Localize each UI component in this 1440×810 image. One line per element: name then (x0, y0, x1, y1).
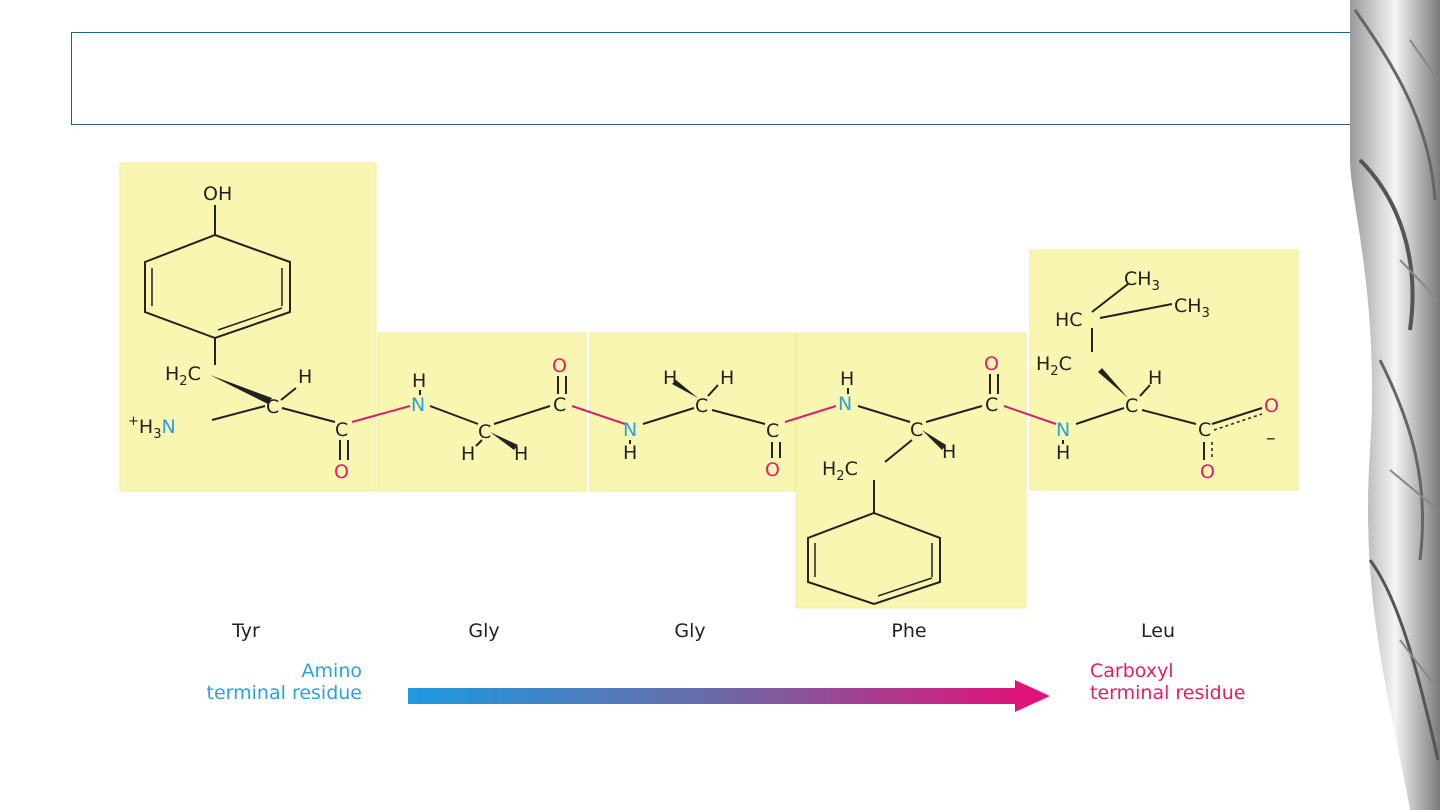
tyr-structure: OH H2C C H +H3N C O (128, 183, 349, 483)
atom-n: N (623, 419, 637, 441)
amino-terminus-label: Amino terminal residue (90, 660, 362, 704)
atom-n: N (838, 393, 852, 415)
carboxyl-terminus-label: Carboxyl terminal residue (1090, 660, 1360, 704)
atom-h2c: H2C (165, 363, 201, 389)
atom-c-carbonyl: C (553, 394, 566, 416)
residue-label-tyr: Tyr (232, 620, 260, 642)
atom-c-carbonyl: C (335, 419, 348, 441)
peptide-bond-1 (351, 405, 411, 423)
atom-c-alpha: C (910, 419, 923, 441)
gly2-structure: N H C H H C O (623, 367, 781, 481)
direction-arrow-head (1015, 680, 1050, 712)
atom-ch3: CH3 (1124, 268, 1160, 294)
carboxyl-terminus-line2: terminal residue (1090, 682, 1246, 704)
atom-o: O (334, 461, 349, 483)
atom-h3n: +H3N (128, 414, 176, 442)
phe-structure: H N C H H2C C O (807, 353, 999, 606)
atom-h: H (298, 366, 312, 388)
atom-ch3: CH3 (1174, 295, 1210, 321)
atom-o: O (1264, 395, 1279, 417)
residue-label-phe: Phe (891, 620, 927, 642)
atom-oh: OH (203, 183, 232, 205)
atom-o: O (1200, 461, 1215, 483)
atom-c-alpha: C (266, 396, 279, 418)
residue-label-gly-2: Gly (674, 620, 706, 642)
residue-box-phe (795, 332, 1027, 609)
carboxyl-terminus-line1: Carboxyl (1090, 660, 1174, 682)
atom-c-alpha: C (478, 421, 491, 443)
atom-o: O (984, 353, 999, 375)
decorative-swirl-graphic (1350, 0, 1440, 810)
atom-h: H (461, 443, 475, 465)
atom-h: H (623, 442, 637, 464)
charge-minus: – (1266, 427, 1276, 449)
atom-h: H (840, 368, 854, 390)
atom-h2c: H2C (1036, 353, 1072, 379)
gly1-structure: H N C H H C O (411, 355, 567, 465)
atom-h2c: H2C (822, 458, 858, 484)
atom-o: O (552, 355, 567, 377)
atom-n: N (411, 394, 425, 416)
direction-arrow-shaft (408, 688, 1020, 704)
atom-h: H (514, 443, 528, 465)
atom-c-carbonyl: C (766, 420, 779, 442)
slide-title-box[interactable] (71, 32, 1368, 125)
atom-o: O (765, 459, 780, 481)
amino-terminus-line1: Amino (301, 660, 362, 682)
amino-terminus-line2: terminal residue (206, 682, 362, 704)
peptide-bond-4 (1003, 405, 1057, 425)
atom-h: H (720, 367, 734, 389)
atom-hc: HC (1055, 309, 1083, 331)
atom-h: H (942, 441, 956, 463)
atom-n: N (1056, 419, 1070, 441)
residue-label-gly-1: Gly (468, 620, 500, 642)
peptide-bond-3 (784, 405, 837, 423)
residue-box-leu (1029, 249, 1299, 491)
leu-structure: N H C H H2C HC CH3 CH3 C O O – (1036, 268, 1279, 483)
atom-c-carboxyl: C (1198, 419, 1211, 441)
residue-box-gly-1 (377, 332, 587, 492)
atom-h: H (1056, 442, 1070, 464)
peptide-bond-2 (571, 405, 626, 425)
atom-c-carbonyl: C (985, 394, 998, 416)
atom-h: H (412, 370, 426, 392)
atom-h: H (1148, 367, 1162, 389)
atom-h: H (663, 367, 677, 389)
atom-c-alpha: C (695, 395, 708, 417)
residue-label-leu: Leu (1141, 620, 1175, 642)
atom-c-alpha: C (1125, 395, 1138, 417)
